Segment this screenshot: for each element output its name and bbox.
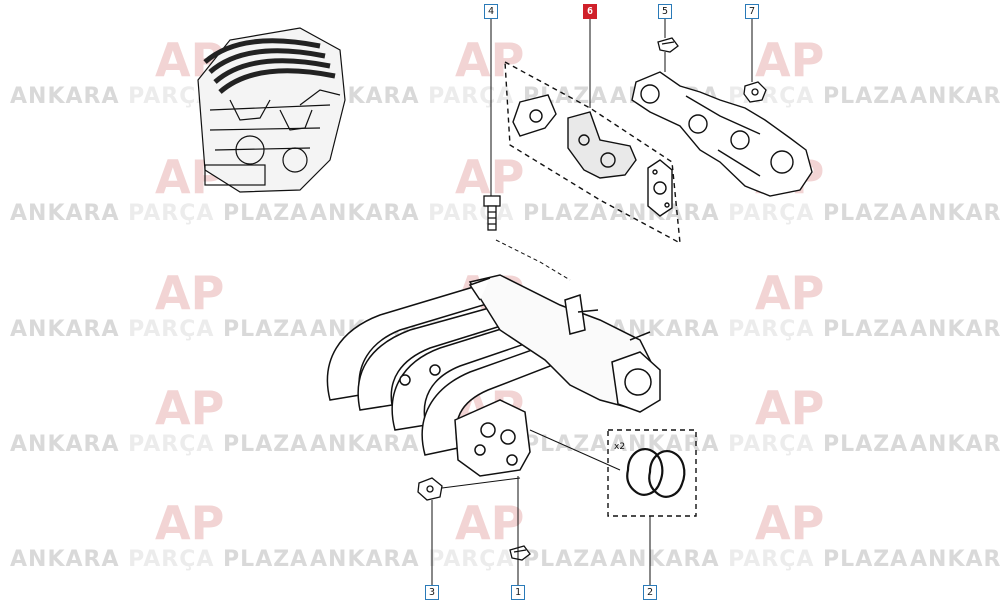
callout-1[interactable]: 1 <box>511 585 525 600</box>
watermark-text: ANKARA PARÇA PLAZA <box>310 201 608 226</box>
nut-item-3 <box>417 477 443 501</box>
watermark-text: ANKARA PARÇA PLAZA <box>610 317 908 342</box>
clip-item-1 <box>509 545 531 561</box>
watermark-logo: AP <box>455 33 524 87</box>
upper-manifold-part <box>631 71 813 197</box>
watermark-text: ANKARA PARÇA PLAZA <box>10 201 308 226</box>
callout-3[interactable]: 3 <box>425 585 439 600</box>
watermark-logo: AP <box>455 496 524 550</box>
callout-5[interactable]: 5 <box>658 4 672 19</box>
watermark-logo: AP <box>155 381 224 435</box>
gasket-pair-box <box>607 429 697 517</box>
watermark-text: ANKARA PARÇA PLAZA <box>910 432 1000 457</box>
callout-4[interactable]: 4 <box>484 4 498 19</box>
watermark-logo: AP <box>455 150 524 204</box>
callout-2[interactable]: 2 <box>643 585 657 600</box>
clip-item-5 <box>657 37 679 53</box>
watermark-text: ANKARA PARÇA PLAZA <box>610 432 908 457</box>
watermark-text: ANKARA PARÇA PLAZA <box>10 547 308 572</box>
nut-item-7 <box>743 81 767 103</box>
watermark-text: ANKARA PARÇA PLAZA <box>310 84 608 109</box>
gasket-set-box <box>504 60 681 245</box>
watermark-text: ANKARA PARÇA PLAZA <box>610 547 908 572</box>
watermark-logo: AP <box>755 266 824 320</box>
watermark-text: ANKARA PARÇA PLAZA <box>10 432 308 457</box>
leader-lines <box>431 18 753 585</box>
engine-thumbnail <box>197 27 346 193</box>
watermark-logo: AP <box>755 381 824 435</box>
watermark-text: ANKARA PARÇA PLAZA <box>310 547 608 572</box>
watermark-text: ANKARA PARÇA PLAZA <box>910 547 1000 572</box>
watermark-text: ANKARA PARÇA PLAZA <box>910 317 1000 342</box>
quantity-label: x2 <box>614 442 626 452</box>
watermark-logo: AP <box>755 33 824 87</box>
watermark-logo: AP <box>155 496 224 550</box>
watermark-text: ANKARA PARÇA PLAZA <box>10 317 308 342</box>
watermark-text: ANKARA PARÇA PLAZA <box>910 84 1000 109</box>
bolt-item-4 <box>483 195 501 231</box>
watermark-logo: AP <box>755 496 824 550</box>
callout-7[interactable]: 7 <box>745 4 759 19</box>
intake-manifold <box>326 274 661 477</box>
watermark-logo: AP <box>155 266 224 320</box>
callout-6[interactable]: 6 <box>583 4 597 19</box>
watermark-text: ANKARA PARÇA PLAZA <box>610 84 908 109</box>
watermark-text: ANKARA PARÇA PLAZA <box>910 201 1000 226</box>
